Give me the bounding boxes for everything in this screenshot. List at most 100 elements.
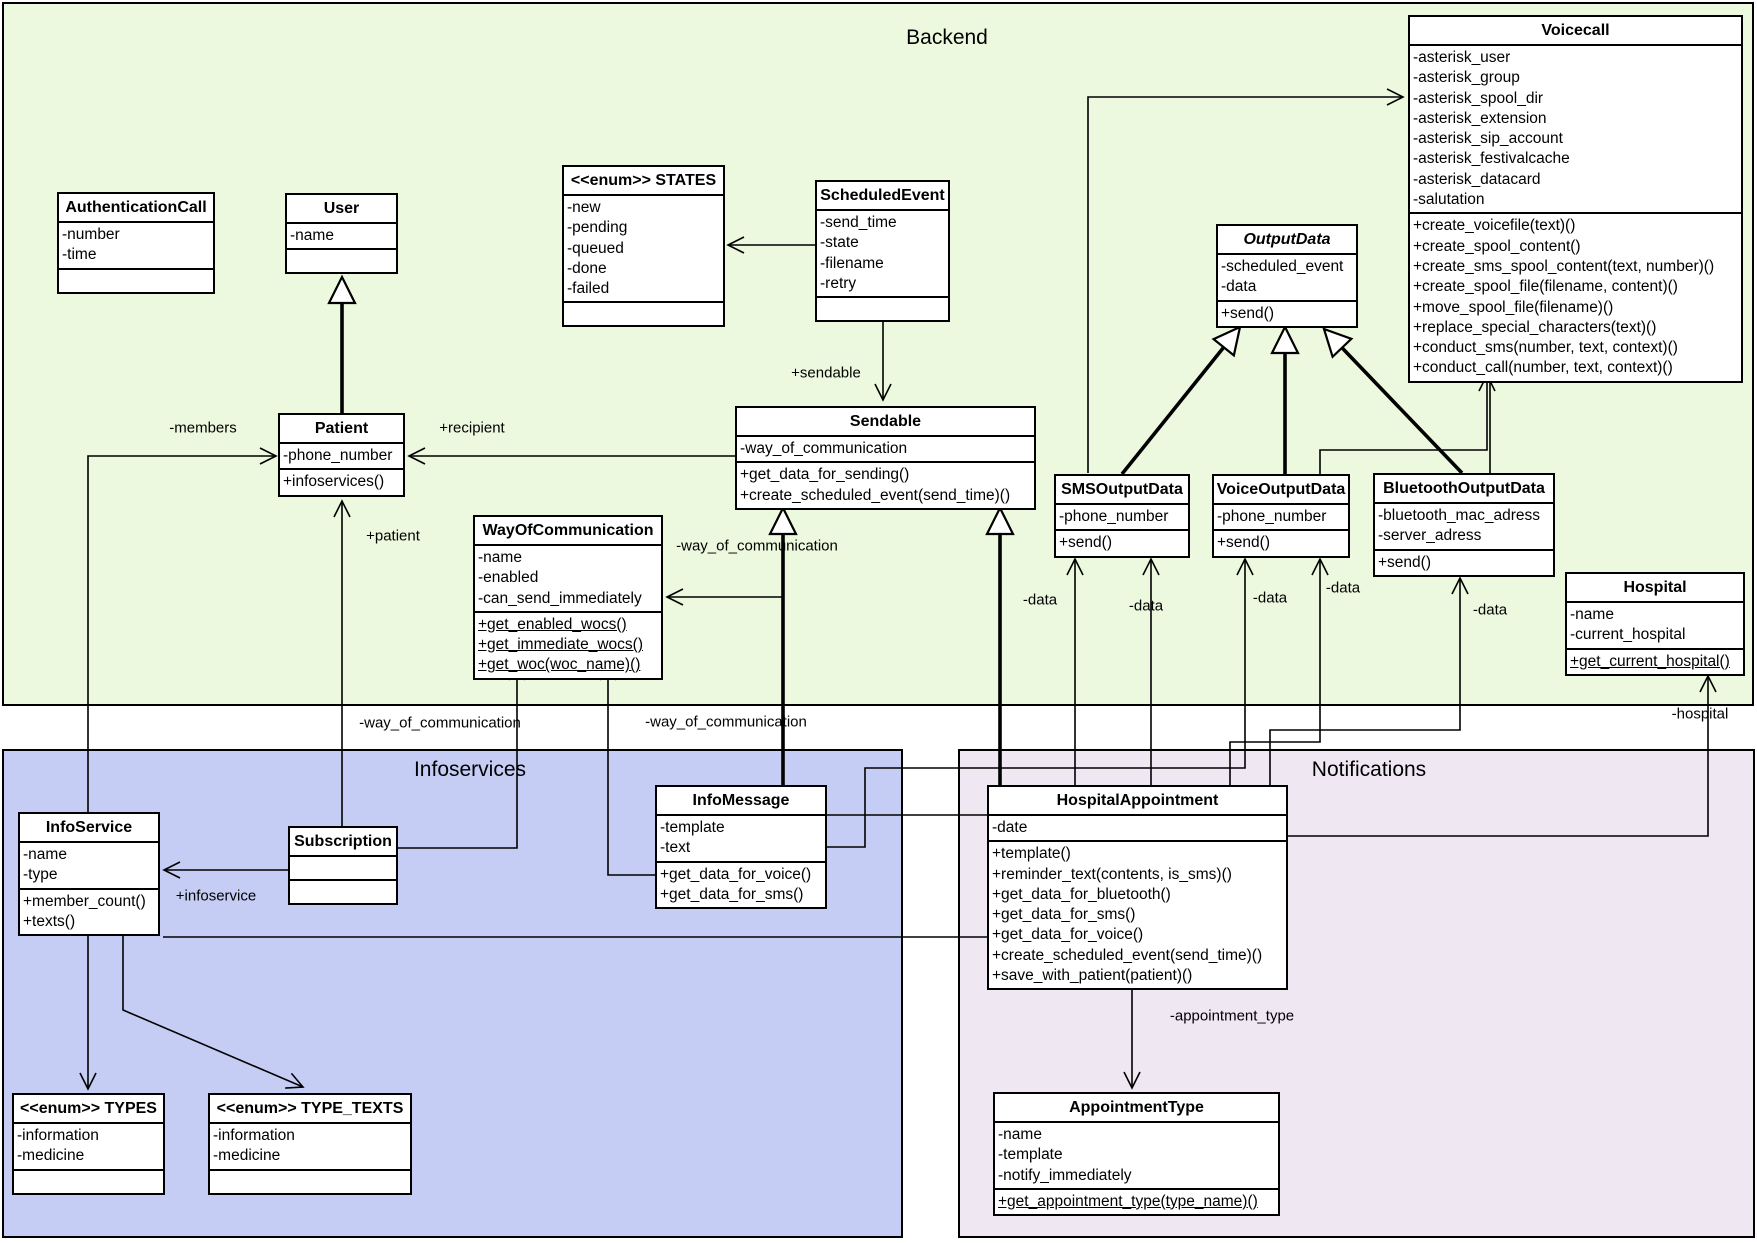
class-member: -phone_number bbox=[1059, 508, 1169, 525]
edge-label-hospitalappointment-to-hospital: -hospital bbox=[1671, 705, 1729, 723]
class-member: -way_of_communication bbox=[740, 440, 908, 457]
methods-section: +get_current_hospital() bbox=[1567, 647, 1743, 674]
class-title-enumtypes: <<enum>> TYPES bbox=[20, 1100, 157, 1117]
attributes-section: -name-enabled-can_send_immediately bbox=[475, 544, 661, 611]
class-member: -name bbox=[1570, 606, 1614, 623]
class-enumtype_texts[interactable]: <<enum>> TYPE_TEXTS-information-medicine bbox=[208, 1093, 412, 1195]
class-infoservice[interactable]: InfoService-name-type+member_count()+tex… bbox=[18, 812, 160, 937]
edge-infoservice-to-typetexts bbox=[122, 930, 305, 1089]
class-member: +get_data_for_sms() bbox=[660, 885, 804, 903]
class-member: -asterisk_festivalcache bbox=[1413, 150, 1570, 168]
edge-hospitalappointment-to-voiceoutputdata bbox=[1229, 557, 1329, 785]
class-member: +conduct_call(number, text, context)() bbox=[1413, 359, 1673, 377]
attributes-section bbox=[290, 855, 396, 879]
edge-label-subscription-to-infoservice: +infoservice bbox=[175, 887, 257, 905]
class-title-scheduledevent: ScheduledEvent bbox=[820, 187, 945, 204]
attributes-section: -information-medicine bbox=[210, 1122, 410, 1169]
attributes-section: -name -template -notify_immediately bbox=[995, 1121, 1278, 1188]
class-subscription[interactable]: Subscription bbox=[288, 826, 398, 905]
attributes-section: -send_time-state-filename-retry bbox=[817, 209, 948, 296]
attributes-section: -bluetooth_mac_adress -server_adress bbox=[1375, 502, 1553, 549]
edge-label-hospitalappointment-to-bluetoothoutputdata: -data bbox=[1472, 601, 1508, 619]
methods-section bbox=[564, 301, 723, 325]
methods-section: +send() bbox=[1375, 548, 1553, 575]
methods-section bbox=[817, 296, 948, 320]
class-member: -text bbox=[660, 839, 691, 857]
class-authenticationcall[interactable]: AuthenticationCall-number-time bbox=[57, 192, 215, 294]
class-member: -phone_number bbox=[1217, 508, 1327, 525]
class-member: -information bbox=[17, 1127, 99, 1144]
edge-hospitalappointment-to-bluetoothoutputdata bbox=[1269, 576, 1469, 785]
class-infomessage[interactable]: InfoMessage -template -text +get_data_for_v… bbox=[655, 785, 827, 910]
class-member: -retry bbox=[820, 274, 857, 292]
class-member: -failed bbox=[567, 280, 610, 298]
class-enumtypes[interactable]: <<enum>> TYPES-information-medicine bbox=[12, 1093, 165, 1195]
methods-section: +infoservices() bbox=[280, 468, 403, 494]
edge-label-sendable-to-wayofcommunication: -way_of_communication bbox=[676, 537, 838, 555]
region-title-backend: Backend bbox=[906, 26, 988, 49]
methods-section: +template() +reminder_text(contents, is_s… bbox=[989, 840, 1286, 988]
class-member: -can_send_immediately bbox=[478, 589, 642, 607]
class-member: -data bbox=[1221, 278, 1257, 296]
class-user[interactable]: User-name bbox=[285, 193, 398, 275]
class-hospital[interactable]: Hospital-name-current_hospital+get_curre… bbox=[1565, 572, 1745, 676]
class-member: -template bbox=[660, 819, 725, 836]
class-sendable[interactable]: Sendable-way_of_communication+get_data_f… bbox=[735, 406, 1036, 510]
class-title-voicecall: Voicecall bbox=[1541, 22, 1610, 39]
class-member: -pending bbox=[567, 219, 628, 237]
edge-bluetoothoutputdata-inherits-outputdata bbox=[1322, 327, 1464, 475]
class-member: -scheduled_event bbox=[1221, 258, 1344, 275]
class-member: +get_data_for_bluetooth() bbox=[992, 885, 1171, 903]
class-member: -state bbox=[820, 234, 859, 252]
class-member: +get_appointment_type(type_name)() bbox=[998, 1192, 1258, 1210]
class-title-infomessage: InfoMessage bbox=[692, 792, 790, 809]
class-patient[interactable]: Patient-phone_number+infoservices() bbox=[278, 413, 405, 497]
attributes-section: -phone_number bbox=[1056, 503, 1188, 529]
class-smsoutputdata[interactable]: SMSOutputData-phone_number+send() bbox=[1054, 474, 1190, 558]
edge-label-subscription-to-patient: +patient bbox=[366, 527, 420, 545]
class-appointmenttype[interactable]: AppointmentType -name -template -notify_imm… bbox=[993, 1092, 1280, 1217]
class-member: -asterisk_group bbox=[1413, 69, 1520, 87]
class-member: -send_time bbox=[820, 214, 897, 231]
edge-label-scheduledevent-to-sendable: +sendable bbox=[791, 364, 861, 382]
class-title-subscription: Subscription bbox=[294, 833, 392, 850]
class-title-smsoutputdata: SMSOutputData bbox=[1061, 481, 1183, 498]
class-member: -bluetooth_mac_adress bbox=[1378, 507, 1540, 524]
class-enumstates[interactable]: <<enum>> STATES-new-pending-queued-done-… bbox=[562, 165, 725, 328]
class-member: +reminder_text(contents, is_sms)() bbox=[992, 865, 1232, 883]
methods-section: +get_data_for_voice()+get_data_for_sms() bbox=[657, 860, 825, 908]
class-bluetoothoutputdata[interactable]: BluetoothOutputData-bluetooth_mac_adress… bbox=[1373, 473, 1555, 577]
attributes-section: -name-current_hospital bbox=[1567, 601, 1743, 648]
class-member: -done bbox=[567, 259, 607, 277]
class-title-user: User bbox=[323, 200, 360, 217]
class-member: -notify_immediately bbox=[998, 1166, 1132, 1184]
class-member: +member_count() bbox=[23, 892, 146, 910]
class-voicecall[interactable]: Voicecall-asterisk_user-asterisk_group-a… bbox=[1408, 15, 1743, 383]
class-scheduledevent[interactable]: ScheduledEvent-send_time-state-filename-… bbox=[815, 180, 950, 323]
region-title-notifications: Notifications bbox=[1311, 758, 1427, 781]
class-member: +create_voicefile(text)() bbox=[1413, 217, 1576, 235]
edge-patient-inherits-user bbox=[327, 274, 357, 413]
class-member: -phone_number bbox=[283, 447, 393, 464]
class-member: -time bbox=[62, 246, 97, 264]
class-member: -name bbox=[998, 1126, 1042, 1143]
class-voiceoutputdata[interactable]: VoiceOutputData-phone_number+send() bbox=[1212, 474, 1350, 558]
class-title-appointmenttype: AppointmentType bbox=[1069, 1099, 1204, 1116]
class-member: -template bbox=[998, 1146, 1063, 1164]
class-member: -asterisk_sip_account bbox=[1413, 130, 1563, 148]
class-member: +save_with_patient(patient)() bbox=[992, 967, 1193, 985]
class-member: -server_adress bbox=[1378, 527, 1482, 545]
methods-section bbox=[210, 1168, 410, 1193]
methods-section bbox=[14, 1168, 163, 1193]
class-wayofcommunication[interactable]: WayOfCommunication-name-enabled-can_send… bbox=[473, 515, 663, 680]
class-member: -name bbox=[478, 549, 522, 566]
class-outputdata[interactable]: OutputData-scheduled_event-data+send() bbox=[1216, 224, 1358, 328]
class-title-sendable: Sendable bbox=[849, 413, 922, 430]
class-member: -new bbox=[567, 199, 601, 216]
class-hospitalappointment[interactable]: HospitalAppointment-date+template()+remi… bbox=[987, 785, 1288, 991]
class-member: +template() bbox=[992, 845, 1071, 863]
methods-section bbox=[290, 879, 396, 903]
class-member: +create_scheduled_event(send_time)() bbox=[992, 946, 1263, 964]
attributes-section: -date bbox=[989, 814, 1286, 840]
edge-label-infomessage-to-voiceoutputdata: -data bbox=[1252, 589, 1288, 607]
